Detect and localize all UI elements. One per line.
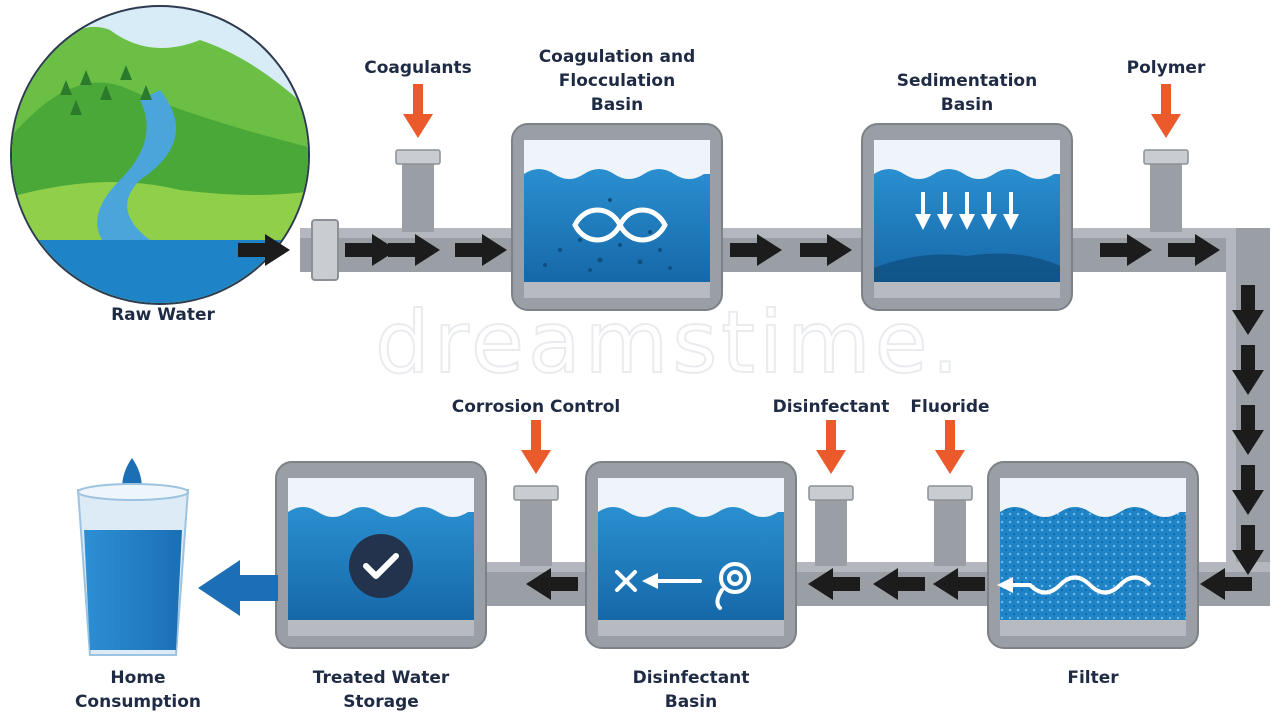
label-treated-line2: Storage xyxy=(343,692,419,712)
label-dis-basin-line1: Disinfectant xyxy=(633,668,750,688)
sedimentation-basin xyxy=(861,123,1073,311)
coagulant-arrow-icon xyxy=(403,84,433,138)
label-coag-basin-line2: Flocculation xyxy=(559,71,675,91)
additive-arrows xyxy=(403,84,1181,474)
label-dis-basin-line2: Basin xyxy=(665,692,717,712)
disinfectant-feed-pipe xyxy=(815,496,847,566)
germ-kill-icon xyxy=(615,562,751,610)
settling-arrows-icon xyxy=(915,192,1019,230)
raw-water-illustration xyxy=(10,5,310,305)
coagulant-feed-pipe xyxy=(402,160,434,232)
label-sed-basin-line2: Basin xyxy=(941,95,993,115)
filter-basin xyxy=(987,461,1199,649)
label-treated-line1: Treated Water xyxy=(313,668,450,688)
inlet-flange xyxy=(311,219,339,281)
treated-water-storage xyxy=(275,461,487,649)
flow-arrows xyxy=(238,234,1264,600)
label-coagulants: Coagulants xyxy=(364,58,472,78)
fluoride-arrow-icon xyxy=(935,420,965,474)
label-home-line2: Consumption xyxy=(75,692,201,712)
label-filter: Filter xyxy=(1067,668,1119,688)
label-raw-water: Raw Water xyxy=(111,305,215,325)
output-flow-arrow xyxy=(198,560,278,616)
corrosion-arrow-icon xyxy=(521,420,551,474)
label-corrosion-control: Corrosion Control xyxy=(452,397,621,417)
home-consumption-cup-icon xyxy=(76,458,190,656)
corrosion-feed-pipe xyxy=(520,496,552,566)
polymer-arrow-icon xyxy=(1151,84,1181,138)
polymer-feed-pipe xyxy=(1150,160,1182,232)
filter-flow-icon xyxy=(997,575,1152,595)
label-coag-basin-line3: Basin xyxy=(591,95,643,115)
label-polymer: Polymer xyxy=(1127,58,1206,78)
coagulation-flocculation-basin xyxy=(511,123,723,311)
disinfectant-arrow-icon xyxy=(816,420,846,474)
label-sed-basin-line1: Sedimentation xyxy=(897,71,1037,91)
label-disinfectant: Disinfectant xyxy=(773,397,890,417)
label-coag-basin-line1: Coagulation and xyxy=(539,47,696,67)
label-home-line1: Home xyxy=(110,668,165,688)
mixing-loop-icon xyxy=(572,207,668,243)
disinfectant-basin xyxy=(585,461,797,649)
label-fluoride: Fluoride xyxy=(910,397,989,417)
fluoride-feed-pipe xyxy=(934,496,966,566)
checkmark-icon xyxy=(349,534,413,598)
